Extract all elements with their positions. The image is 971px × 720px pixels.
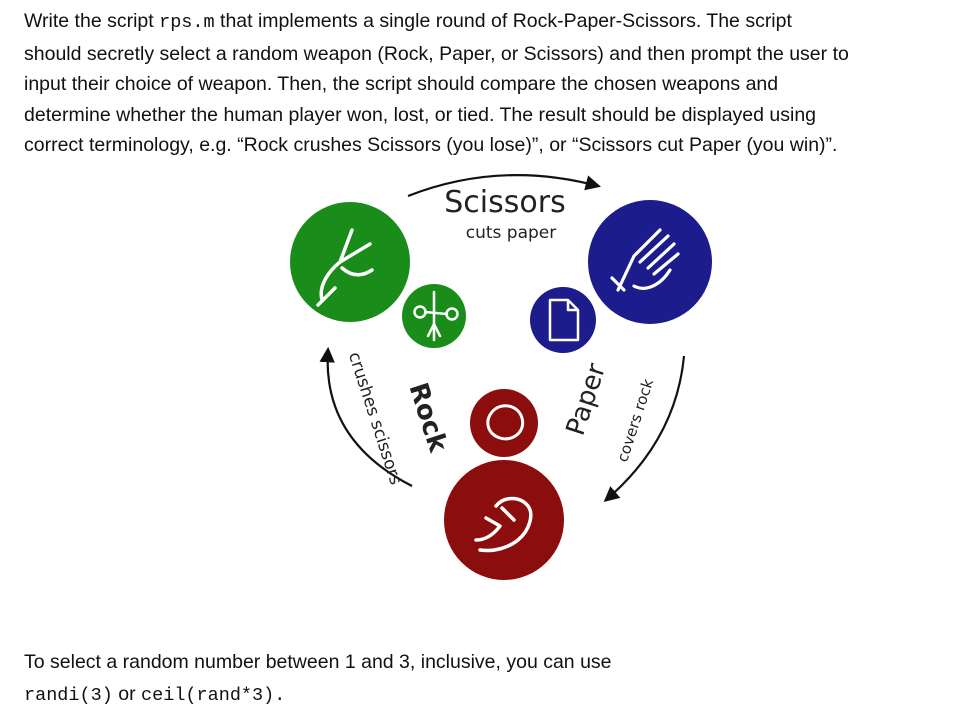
- ceil-rand-code: ceil(rand*3): [141, 685, 275, 706]
- hint-text: To select a random number between 1 and …: [24, 646, 612, 712]
- description-line-5: correct terminology, e.g. “Rock crushes …: [24, 134, 838, 156]
- scissors-hand-icon: [290, 202, 410, 322]
- problem-description: Write the script rps.m that implements a…: [24, 6, 954, 161]
- arrow-paper-to-rock: [603, 355, 686, 503]
- document-icon: [530, 287, 596, 353]
- scissors-title: Scissors: [444, 185, 565, 220]
- rock-subtitle: crushes scissors: [344, 350, 406, 488]
- description-line-3: input their choice of weapon. Then, the …: [24, 73, 779, 95]
- scissors-icon: [402, 284, 466, 348]
- hint-line-1: To select a random number between 1 and …: [24, 651, 612, 673]
- randi-code: randi(3): [24, 685, 113, 706]
- description-line-2: should secretly select a random weapon (…: [24, 42, 849, 65]
- paper-hand-icon: [588, 200, 712, 324]
- fist-icon: [444, 460, 564, 580]
- hint-line-2: randi(3) or ceil(rand*3).: [24, 683, 286, 706]
- description-line-4: determine whether the human player won, …: [24, 103, 817, 126]
- scissors-subtitle: cuts paper: [466, 223, 557, 243]
- paper-title: Paper: [561, 360, 612, 440]
- arrow-scissors-to-paper: [407, 174, 601, 198]
- script-filename-code: rps.m: [159, 12, 215, 33]
- rock-title: Rock: [402, 379, 453, 456]
- description-line-1: Write the script rps.m that implements a…: [24, 10, 792, 33]
- rock-icon: [470, 389, 538, 457]
- arrow-rock-to-scissors: [319, 346, 413, 487]
